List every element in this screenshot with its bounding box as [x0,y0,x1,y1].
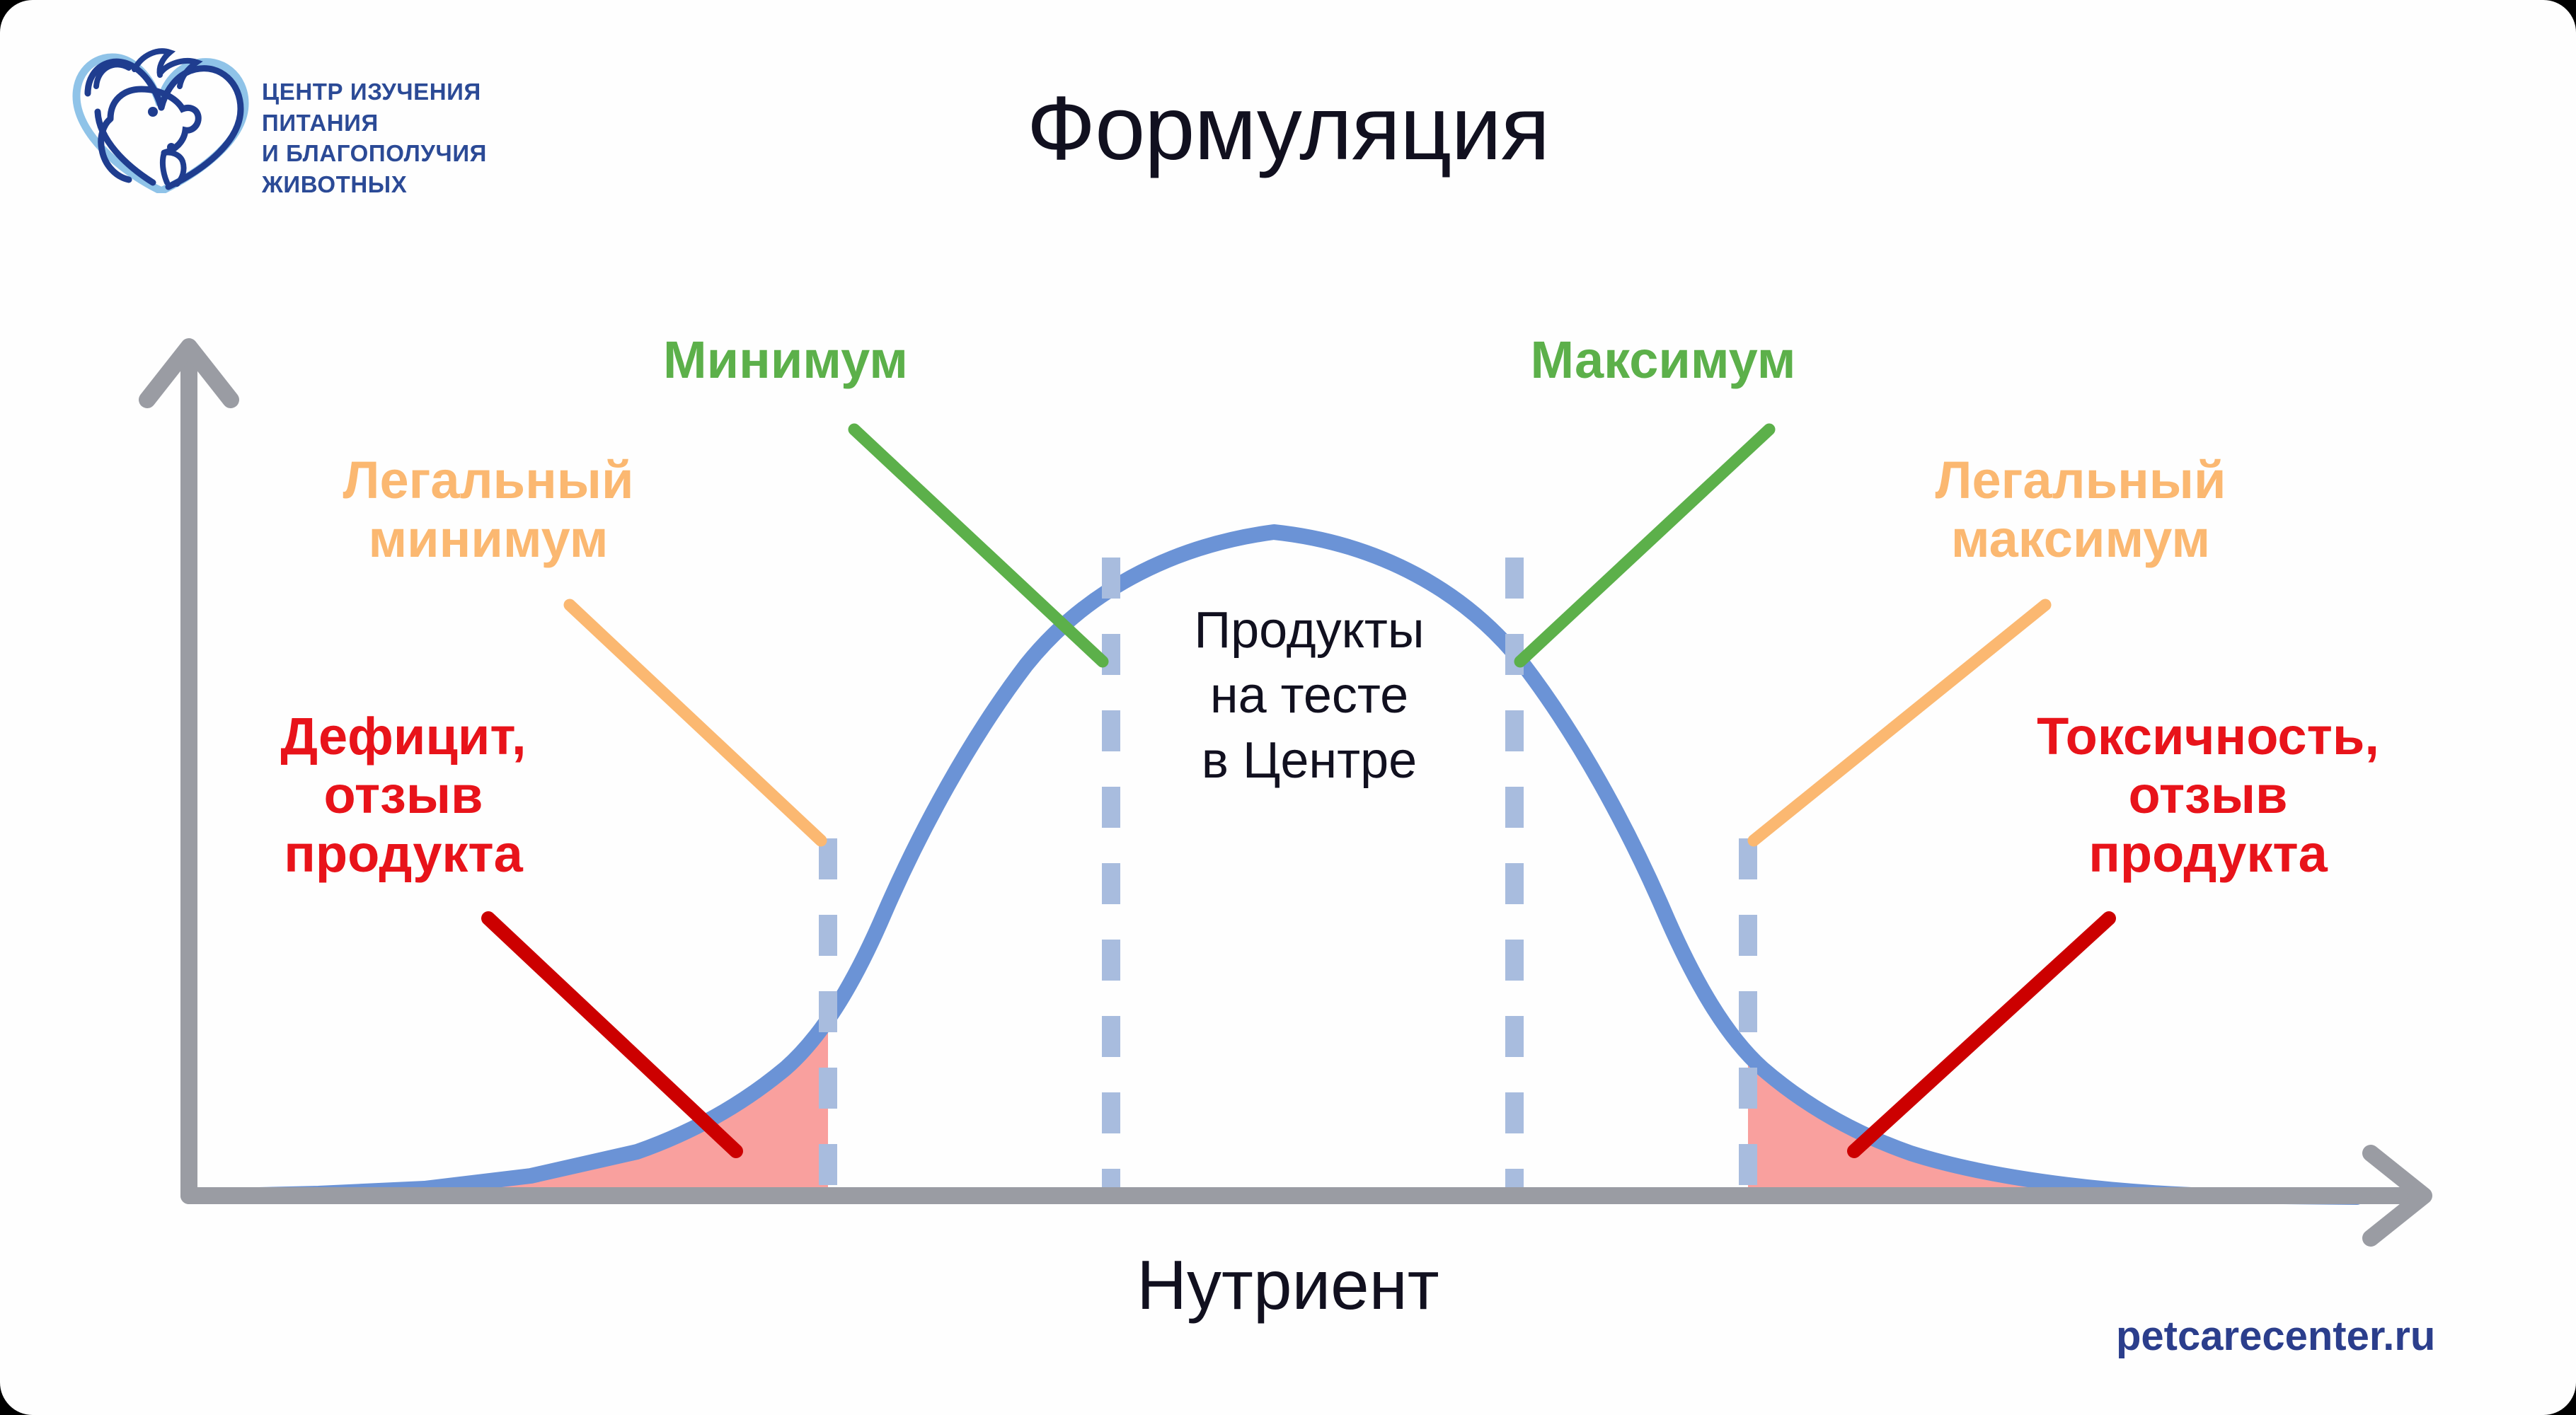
brand-line-1: ЦЕНТР ИЗУЧЕНИЯ [262,79,481,105]
deficiency-label-line1: Дефицит, [280,707,527,766]
deficiency-label: Дефицит, отзыв продукта [156,707,651,884]
legal-maximum-label-line1: Легальный [1935,451,2226,509]
curve-line [189,524,2364,1205]
center-products-label: Продукты на тесте в Центре [1062,598,1557,793]
brand-line-2: ПИТАНИЯ [262,109,379,136]
brand-line-3: И БЛАГОПОЛУЧИЯ [262,140,487,167]
toxicity-leader-line [1847,911,2116,1158]
toxicity-label-line3: продукта [2088,824,2328,883]
x-axis-label: Нутриент [1137,1246,1439,1324]
website-url: petcarecenter.ru [2116,1313,2436,1359]
brand-line-4: ЖИВОТНЫХ [262,171,408,197]
center-label-line2: на тесте [1209,667,1409,724]
minimum-leader-line [848,423,1109,668]
legal-minimum-label: Легальный минимум [205,451,771,569]
toxicity-label-line1: Токсичность, [2037,707,2379,766]
legal-minimum-leader-line [563,599,827,847]
x-axis-arrow-icon [2362,1145,2432,1247]
deficiency-label-line2: отзыв [323,765,483,824]
deficiency-label-line3: продукта [284,824,523,883]
brand-name: ЦЕНТР ИЗУЧЕНИЯ ПИТАНИЯ И БЛАГОПОЛУЧИЯ ЖИ… [262,76,545,200]
page-title: Формуляция [1026,78,1550,179]
legal-minimum-label-line2: минимум [368,509,609,568]
legal-minimum-label-line1: Легальный [343,451,634,509]
toxicity-label-line2: отзыв [2128,765,2288,824]
maximum-leader-line [1514,423,1776,668]
y-axis-arrow-icon [139,338,239,408]
center-label-line3: в Центре [1201,732,1418,790]
minimum-label: Минимум [662,330,908,389]
center-label-line1: Продукты [1194,602,1425,659]
deficiency-leader-line [481,911,743,1158]
legal-maximum-leader-line [1747,599,2052,847]
legal-maximum-label-line2: максимум [1950,509,2211,568]
legal-maximum-label: Легальный максимум [1798,451,2364,569]
toxicity-label: Токсичность, отзыв продукта [1939,707,2477,884]
logo-icon [55,41,268,193]
maximum-label: Максимум [1530,330,1796,389]
